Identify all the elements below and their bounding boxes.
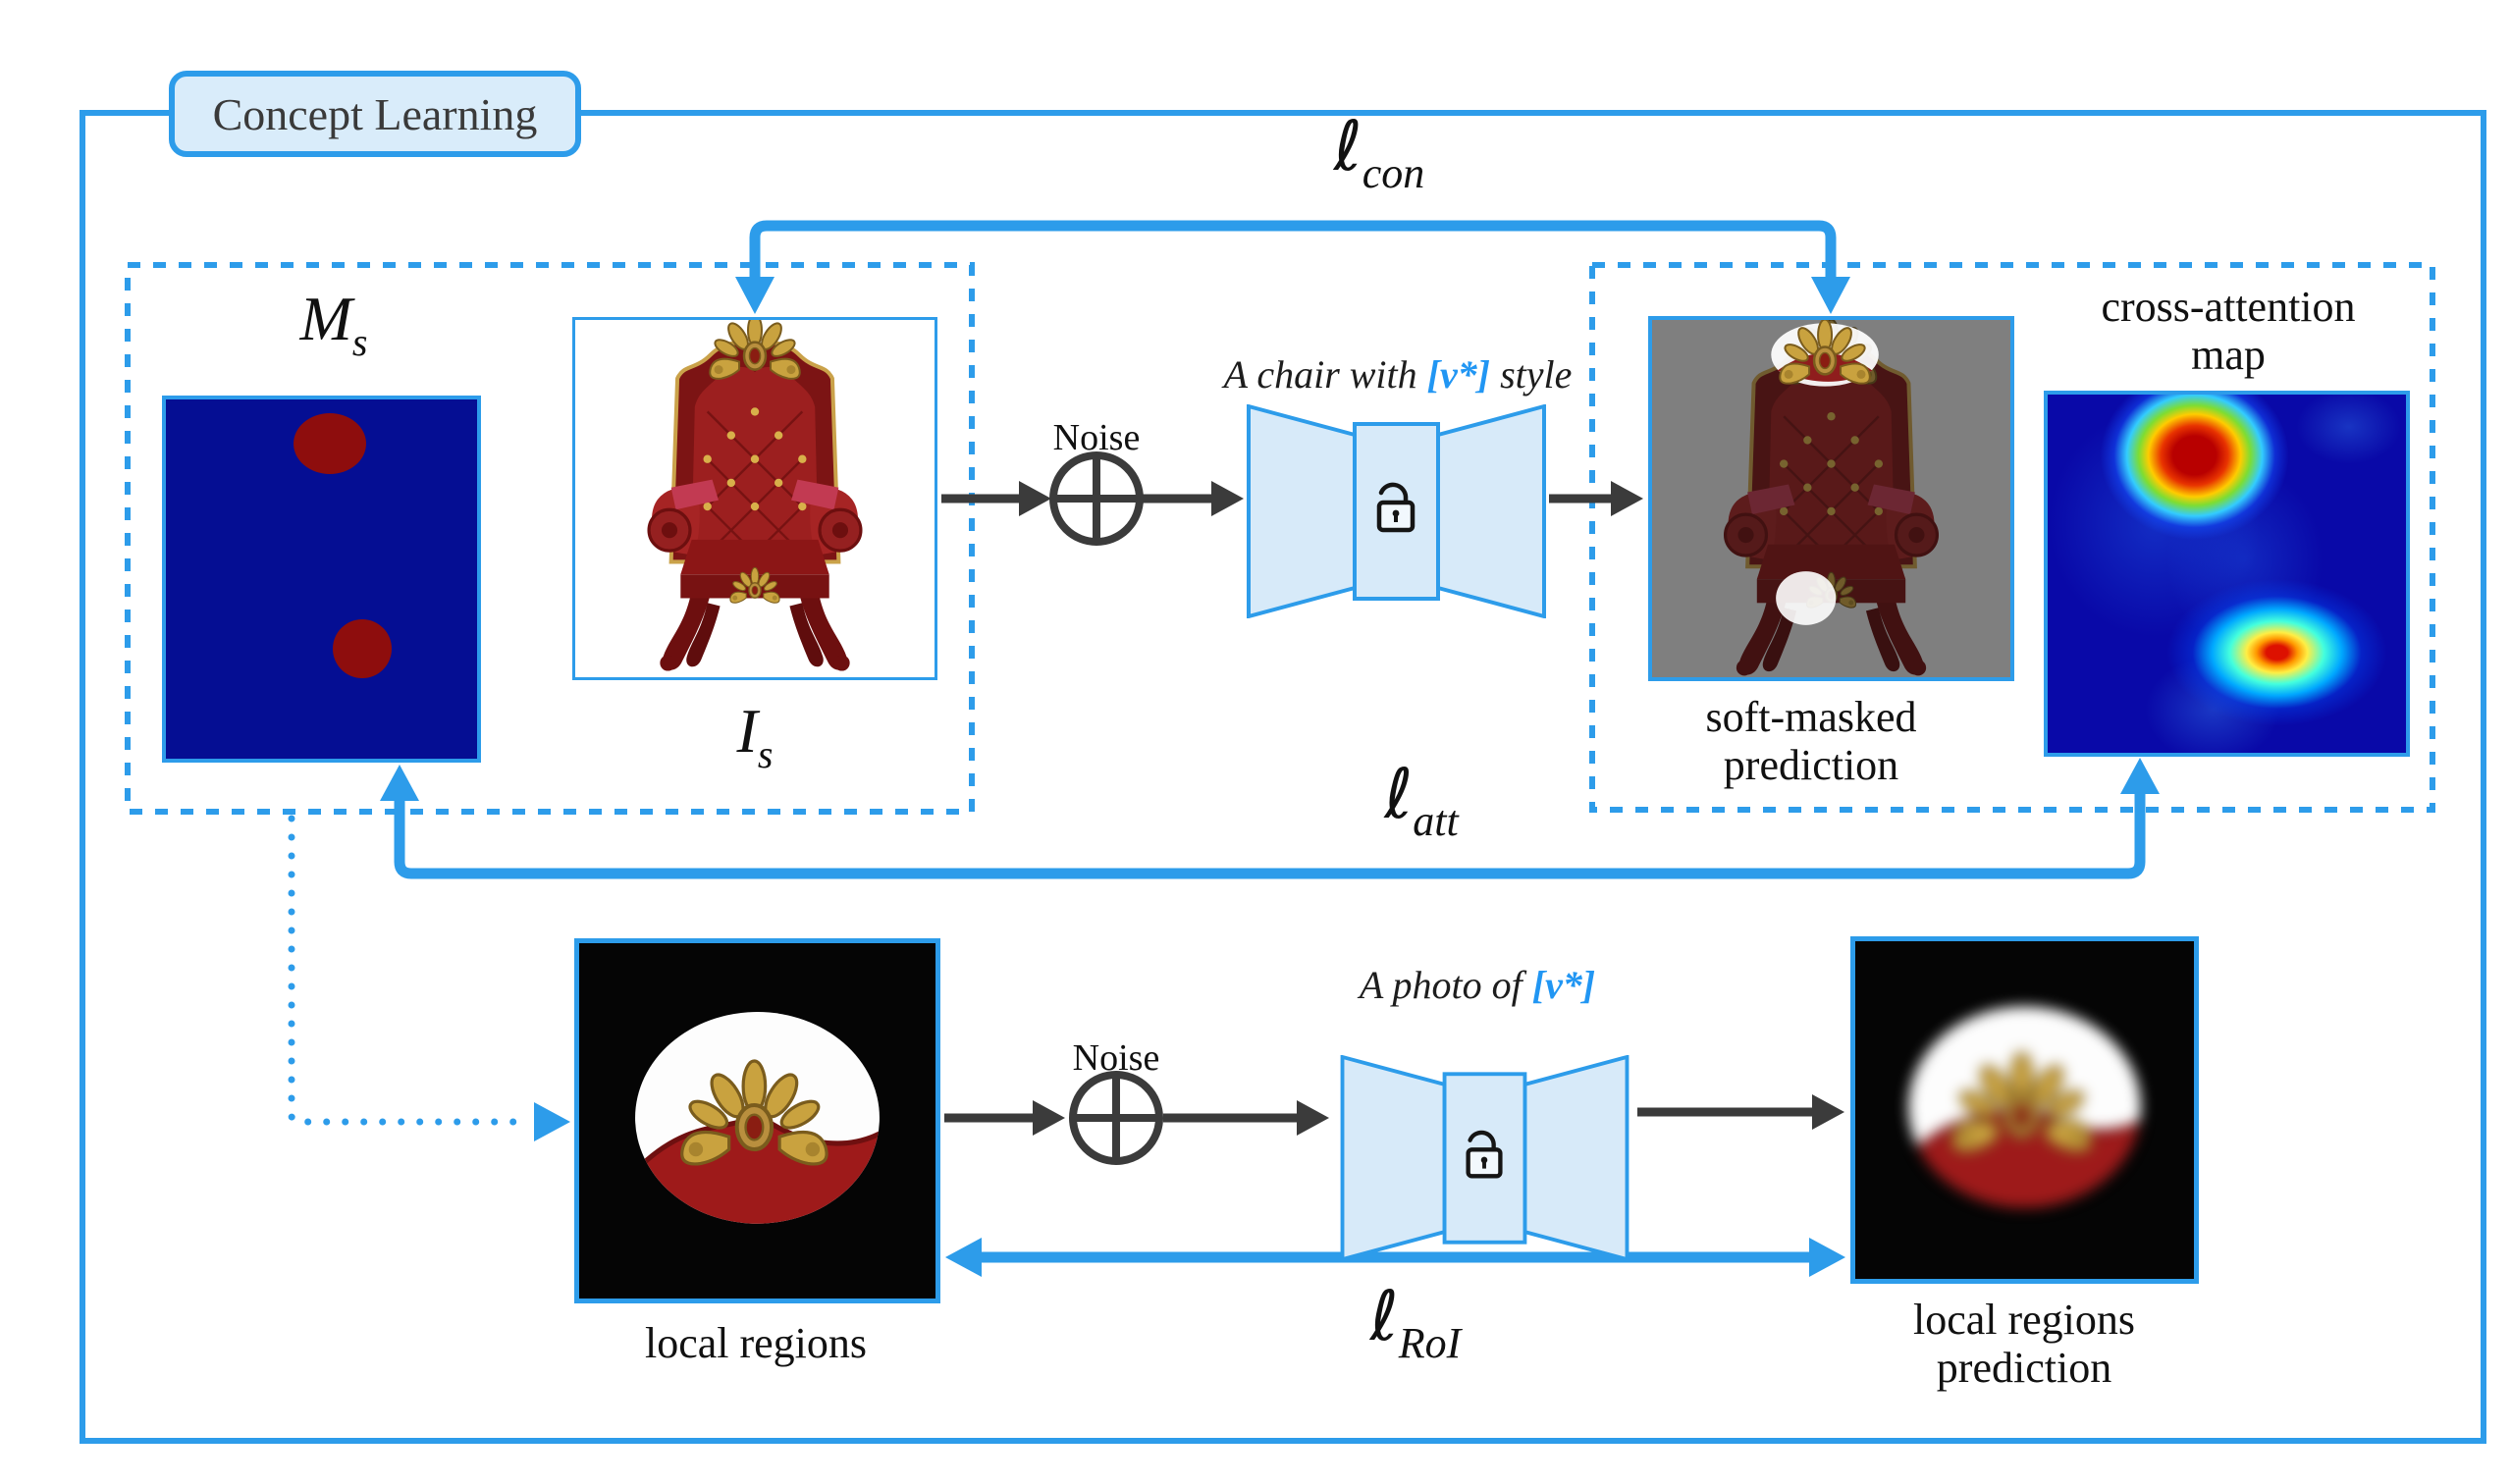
- mask-label: Ms: [299, 284, 368, 364]
- local-regions-prediction-image: [1850, 936, 2199, 1284]
- local-regions-label: local regions: [644, 1319, 868, 1367]
- mask-blob-top: [294, 413, 366, 474]
- source-image-label: Is: [736, 696, 774, 776]
- prompt-bottom: A photo of [v*]: [1359, 963, 1596, 1007]
- mask-blob-bottom: [333, 619, 392, 678]
- throne-illustration: [575, 320, 935, 677]
- soft-masked-image: [1648, 316, 2014, 681]
- diagram-outer-frame: [80, 110, 2486, 1444]
- attention-heatmap: [2044, 391, 2410, 757]
- cross-attention-label: cross-attention map: [2101, 283, 2356, 380]
- local-regions-prediction-label: local regions prediction: [1912, 1296, 2136, 1393]
- soft-masked-label: soft-masked prediction: [1705, 693, 1917, 790]
- l-att-label: ℓatt: [1384, 754, 1459, 845]
- local-regions-image: [574, 938, 940, 1303]
- l-con-label: ℓcon: [1333, 106, 1425, 197]
- blurred-art: [1855, 941, 2194, 1279]
- unet-block-top: [1247, 404, 1546, 623]
- l-roi-label: ℓRoI: [1369, 1276, 1462, 1367]
- badge-label: Concept Learning: [212, 88, 538, 139]
- prompt-top: A chair with [v*] style: [1223, 352, 1573, 397]
- source-image: [572, 317, 937, 680]
- noise-label-bottom: Noise: [1072, 1037, 1160, 1079]
- unet-block-bottom: [1335, 1055, 1634, 1266]
- concept-learning-badge: Concept Learning: [169, 71, 581, 157]
- noise-label-top: Noise: [1052, 417, 1141, 458]
- mask-image: [162, 396, 481, 763]
